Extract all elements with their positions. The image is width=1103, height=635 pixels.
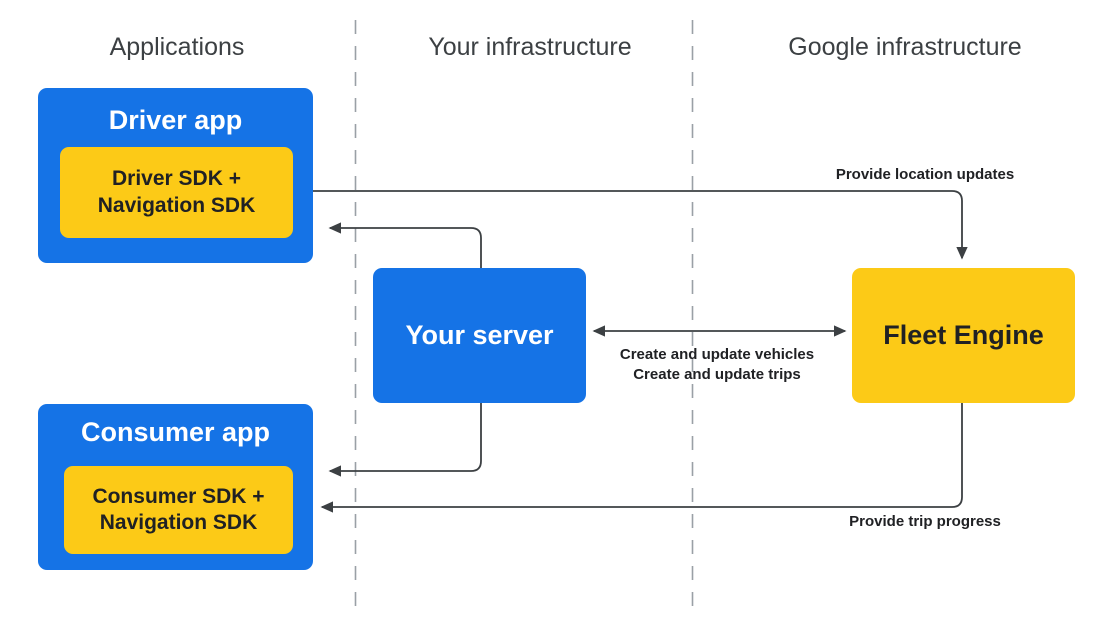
zone-label-applications: Applications <box>109 33 245 61</box>
node-consumer-sdk-line2: Navigation SDK <box>99 511 258 534</box>
edge-server-to-driver <box>328 222 482 268</box>
node-consumer-sdk[interactable]: Consumer SDK + Navigation SDK <box>64 466 293 554</box>
edge-fleet-engine-to-consumer <box>320 403 963 513</box>
node-your-server-title: Your server <box>405 319 554 350</box>
edge-label-server-fleet-engine: Create and update vehicles Create and up… <box>577 345 857 384</box>
node-fleet-engine[interactable]: Fleet Engine <box>852 268 1075 403</box>
node-consumer-sdk-line1: Consumer SDK + <box>92 484 265 508</box>
edge-server-to-consumer <box>328 403 482 477</box>
edge-driver-to-fleet-engine <box>293 190 968 260</box>
edge-label-create-update-vehicles: Create and update vehicles <box>619 346 815 363</box>
node-driver-sdk[interactable]: Driver SDK + Navigation SDK <box>60 147 293 238</box>
node-consumer-sdk-text: Consumer SDK + Navigation SDK <box>92 484 264 537</box>
node-consumer-app-title: Consumer app <box>80 417 271 447</box>
edge-label-provide-location-updates: Provide location updates <box>835 166 1015 183</box>
node-your-server[interactable]: Your server <box>373 268 586 403</box>
node-driver-sdk-text: Driver SDK + Navigation SDK <box>98 166 256 219</box>
node-driver-app-title: Driver app <box>108 105 243 135</box>
node-driver-sdk-line1: Driver SDK + <box>112 167 241 191</box>
edge-label-provide-trip-progress: Provide trip progress <box>849 513 1001 530</box>
zone-label-your-infrastructure: Your infrastructure <box>428 33 632 61</box>
node-fleet-engine-title: Fleet Engine <box>883 319 1044 350</box>
zone-label-google-infrastructure: Google infrastructure <box>788 33 1022 61</box>
node-driver-sdk-line2: Navigation SDK <box>97 193 256 217</box>
edge-label-create-update-trips: Create and update trips <box>633 365 801 383</box>
